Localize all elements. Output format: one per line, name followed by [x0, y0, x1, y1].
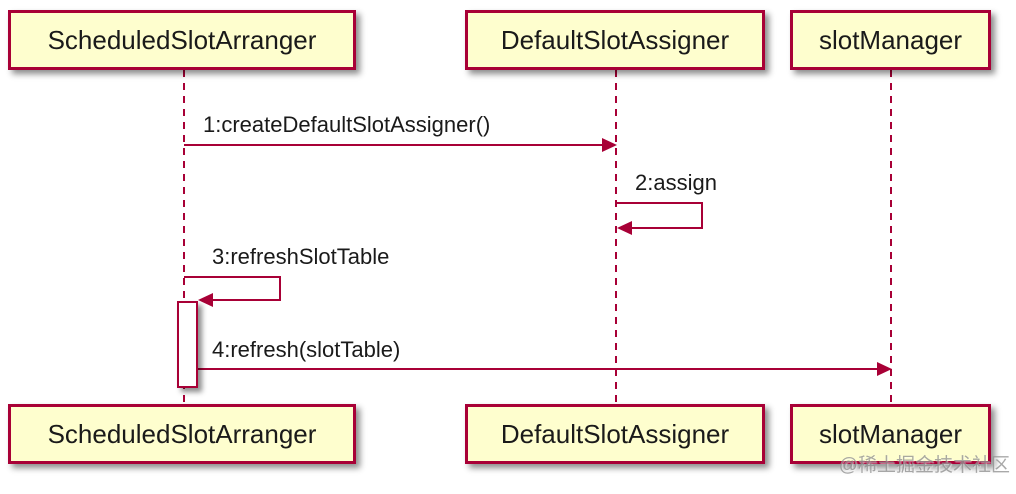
activation-bar-scheduled-slot-arranger — [177, 301, 198, 388]
message-1-label: 1:createDefaultSlotAssigner() — [203, 112, 491, 137]
participant-top-slot-manager: slotManager — [790, 10, 991, 70]
message-3-label: 3:refreshSlotTable — [212, 244, 390, 269]
participant-top-scheduled-slot-arranger: ScheduledSlotArranger — [8, 10, 356, 70]
message-1-arrow — [184, 138, 617, 152]
message-2-loop — [616, 202, 703, 229]
message-2-self-arrow — [616, 202, 703, 235]
participant-label: DefaultSlotAssigner — [500, 24, 730, 55]
participant-label: ScheduledSlotArranger — [47, 24, 317, 55]
participant-bottom-default-slot-assigner: DefaultSlotAssigner — [465, 404, 765, 464]
participant-bottom-scheduled-slot-arranger: ScheduledSlotArranger — [8, 404, 356, 464]
message-1-arrowhead-icon — [602, 138, 617, 152]
message-4-label: 4:refresh(slotTable) — [212, 337, 401, 362]
message-2-arrowhead-icon — [617, 221, 632, 235]
message-3-loop — [184, 276, 281, 301]
participant-label: slotManager — [818, 24, 963, 55]
message-3-self-arrow — [184, 276, 281, 307]
participant-label: slotManager — [818, 418, 963, 449]
participant-top-default-slot-assigner: DefaultSlotAssigner — [465, 10, 765, 70]
participant-label: DefaultSlotAssigner — [500, 418, 730, 449]
message-3-arrowhead-icon — [198, 293, 213, 307]
watermark: @稀土掘金技术社区 — [838, 455, 1010, 476]
participant-label: ScheduledSlotArranger — [47, 418, 317, 449]
message-4-arrowhead-icon — [877, 362, 892, 376]
message-2-label: 2:assign — [635, 170, 717, 195]
message-4-arrow — [198, 362, 892, 376]
participant-bottom-slot-manager: slotManager — [790, 404, 991, 464]
